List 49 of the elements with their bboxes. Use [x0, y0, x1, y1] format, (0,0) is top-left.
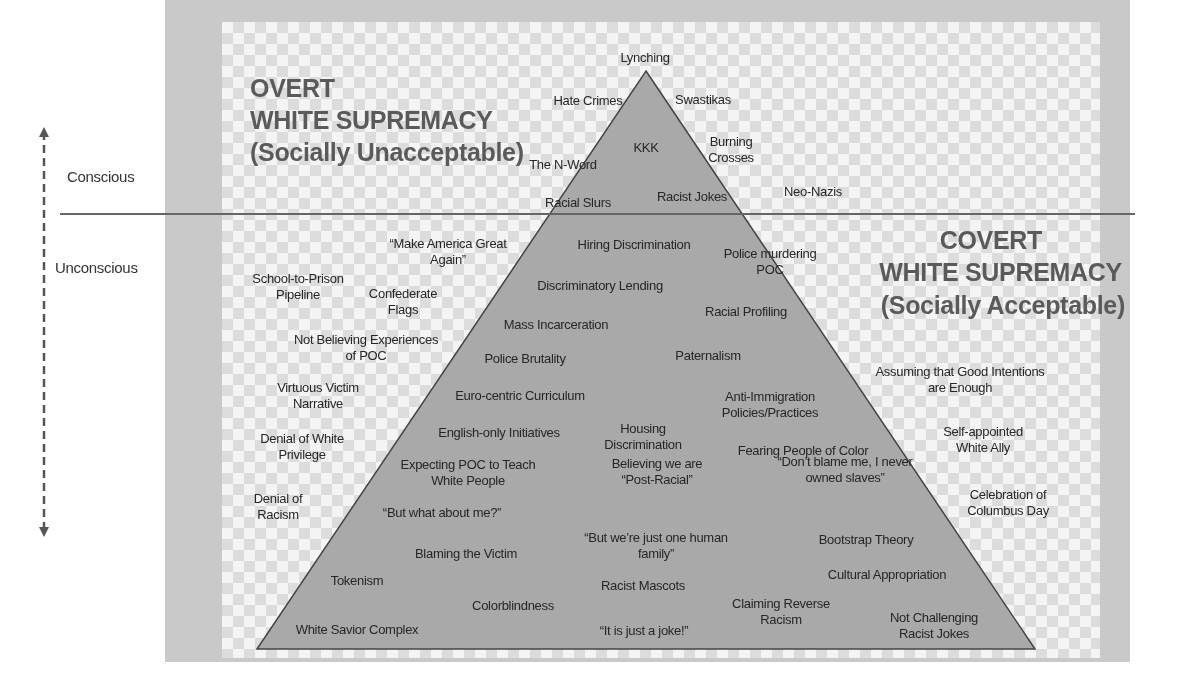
pyramid-item-text: Anti-Immigration Policies/Practices: [720, 389, 820, 421]
pyramid-item-text: KKK: [633, 140, 659, 156]
pyramid-item-text: Lynching: [620, 50, 670, 66]
pyramid-item-text: “But we’re just one human family”: [583, 530, 729, 562]
pyramid-item-text: Neo-Nazis: [784, 184, 842, 200]
heading: WHITE SUPREMACY: [250, 105, 493, 136]
pyramid-item-text: Police Brutality: [484, 351, 566, 367]
pyramid-item-text: Denial of Racism: [252, 491, 304, 523]
pyramid-item-text: Paternalism: [675, 348, 741, 364]
pyramid-item-text: Denial of White Privilege: [259, 431, 345, 463]
pyramid-item-text: “Make America Great Again”: [388, 236, 508, 268]
pyramid-item-text: Mass Incarceration: [503, 317, 609, 333]
pyramid-item-text: Not Believing Experiences of POC: [292, 332, 440, 364]
pyramid-item-text: Discriminatory Lending: [537, 278, 663, 294]
axis-label: Conscious: [67, 168, 135, 186]
pyramid-item-text: White Savior Complex: [295, 622, 419, 638]
pyramid-item-text: “It is just a joke!”: [599, 623, 689, 639]
pyramid-item-text: Believing we are “Post-Racial”: [610, 456, 704, 488]
pyramid-item-text: Hiring Discrimination: [577, 237, 691, 253]
pyramid-item-text: Hate Crimes: [553, 93, 623, 109]
heading: COVERT: [939, 225, 1042, 256]
pyramid-item-text: Cultural Appropriation: [827, 567, 947, 583]
pyramid-item-text: Burning Crosses: [707, 134, 755, 166]
pyramid-item-text: Virtuous Victim Narrative: [276, 380, 360, 412]
pyramid-item-text: School-to-Prison Pipeline: [251, 271, 345, 303]
pyramid-item-text: Colorblindness: [472, 598, 554, 614]
pyramid-item-text: Expecting POC to Teach White People: [399, 457, 537, 489]
heading: (Socially Acceptable): [880, 290, 1125, 321]
pyramid-item-text: Euro-centric Curriculum: [455, 388, 585, 404]
heading: WHITE SUPREMACY: [879, 257, 1122, 288]
heading: (Socially Unacceptable): [250, 137, 524, 168]
axis-label: Unconscious: [55, 259, 138, 277]
pyramid-item-text: Tokenism: [330, 573, 384, 589]
pyramid-item-text: Swastikas: [675, 92, 731, 108]
pyramid-item-text: Celebration of Columbus Day: [966, 487, 1050, 519]
pyramid-item-text: Not Challenging Racist Jokes: [889, 610, 979, 642]
pyramid-item-text: Racist Mascots: [601, 578, 685, 594]
pyramid-item-text: Racist Jokes: [656, 189, 728, 205]
pyramid-item-text: English-only Initiatives: [438, 425, 560, 441]
pyramid-item-text: Housing Discrimination: [603, 421, 683, 453]
pyramid-item-text: “But what about me?”: [382, 505, 502, 521]
pyramid-item-text: Claiming Reverse Racism: [731, 596, 831, 628]
pyramid-item-text: Racial Profiling: [705, 304, 787, 320]
pyramid-item-text: Self-appointed White Ally: [942, 424, 1024, 456]
pyramid-item-text: Confederate Flags: [367, 286, 439, 318]
pyramid-item-text: Blaming the Victim: [415, 546, 517, 562]
pyramid-item-text: Bootstrap Theory: [818, 532, 914, 548]
heading: OVERT: [250, 73, 335, 104]
pyramid-item-text: Assuming that Good Intentions are Enough: [875, 364, 1045, 396]
